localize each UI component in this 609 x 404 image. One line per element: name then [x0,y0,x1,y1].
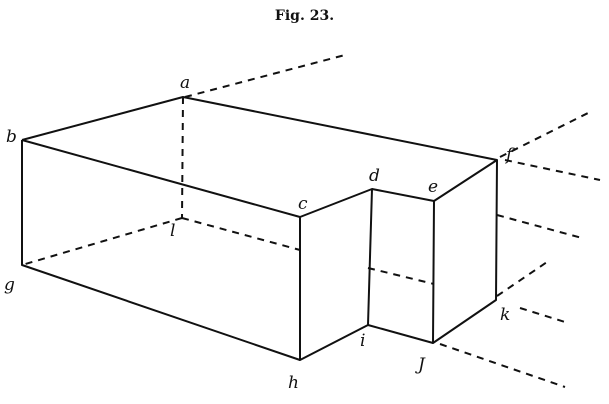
label-a: a [180,73,190,93]
label-b: b [6,127,17,147]
label-g: g [4,275,15,295]
shaded-face-e [432,159,498,344]
label-c: c [298,194,308,214]
label-l: l [170,221,175,241]
hidden-edges [21,54,601,388]
label-k: k [500,305,510,325]
label-h: h [288,373,299,393]
label-e: e [428,177,438,197]
label-j: J [415,355,426,375]
figure-title: Fig. 23. [274,8,335,24]
visible-edges [21,96,498,361]
label-f: f [504,145,515,165]
label-d: d [369,166,380,186]
label-i: i [360,331,365,351]
